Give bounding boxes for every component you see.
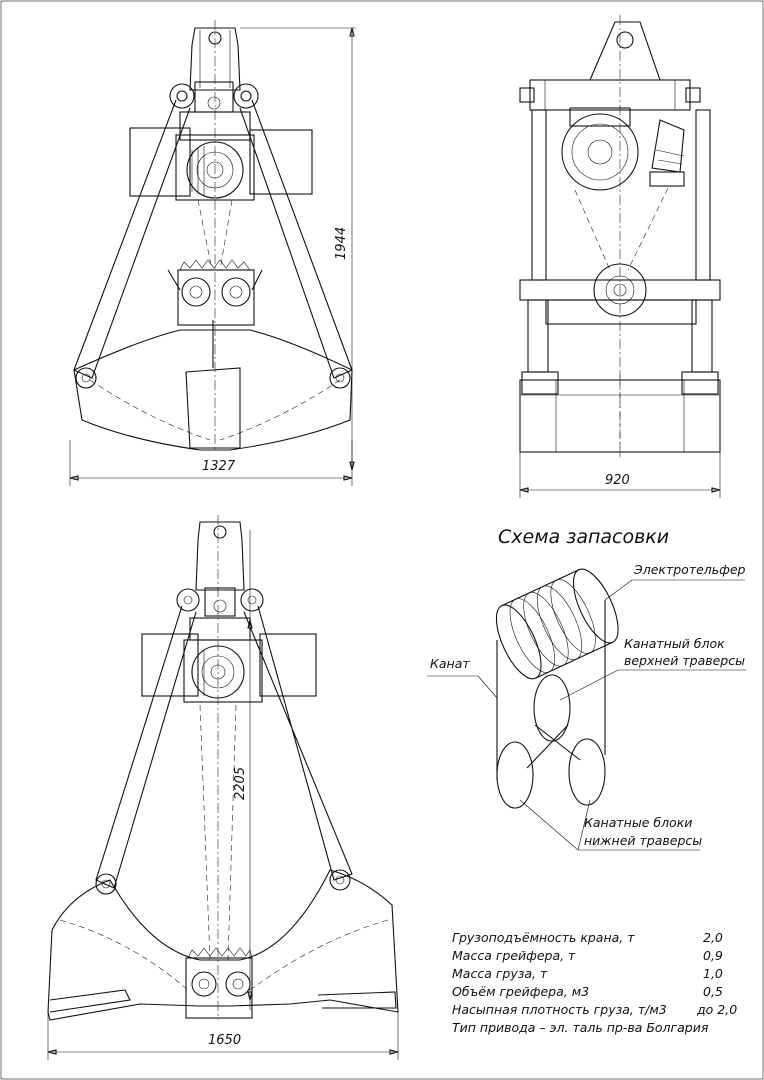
reeving-scheme bbox=[427, 568, 746, 851]
spec-label: Грузоподъёмность крана, т bbox=[452, 930, 635, 945]
spec-value: до 2,0 bbox=[696, 1002, 737, 1017]
dim-1650: 1650 bbox=[208, 1033, 241, 1048]
label-rope: Канат bbox=[430, 656, 470, 671]
dim-1327: 1327 bbox=[202, 459, 236, 474]
dim-1944: 1944 bbox=[334, 227, 349, 260]
dim-920: 920 bbox=[605, 473, 630, 488]
spec-label: Насыпная плотность груза, т/м3 bbox=[452, 1002, 667, 1017]
spec-value: 1,0 bbox=[703, 966, 723, 981]
label-lower-block-1: Канатные блоки bbox=[584, 815, 692, 830]
scheme-title: Схема запасовки bbox=[498, 526, 669, 548]
spec-label: Тип привода – эл. таль пр-ва Болгария bbox=[452, 1020, 709, 1035]
specs-table: Грузоподъёмность крана, т 2,0 Масса грей… bbox=[452, 930, 737, 1035]
label-upper-block-2: верхней траверсы bbox=[624, 653, 745, 668]
spec-label: Масса груза, т bbox=[452, 966, 548, 981]
view-front-open bbox=[47, 515, 399, 1060]
spec-value: 0,5 bbox=[703, 984, 723, 999]
spec-value: 2,0 bbox=[703, 930, 723, 945]
dim-2205: 2205 bbox=[233, 767, 248, 800]
spec-label: Объём грейфера, м3 bbox=[452, 984, 589, 999]
label-hoist: Электротельфер bbox=[633, 562, 746, 577]
label-upper-block-1: Канатный блок bbox=[624, 636, 725, 651]
view-side bbox=[519, 15, 721, 498]
spec-value: 0,9 bbox=[703, 948, 723, 963]
view-front-closed bbox=[69, 20, 356, 486]
label-lower-block-2: нижней траверсы bbox=[584, 833, 702, 848]
spec-label: Масса грейфера, т bbox=[452, 948, 576, 963]
